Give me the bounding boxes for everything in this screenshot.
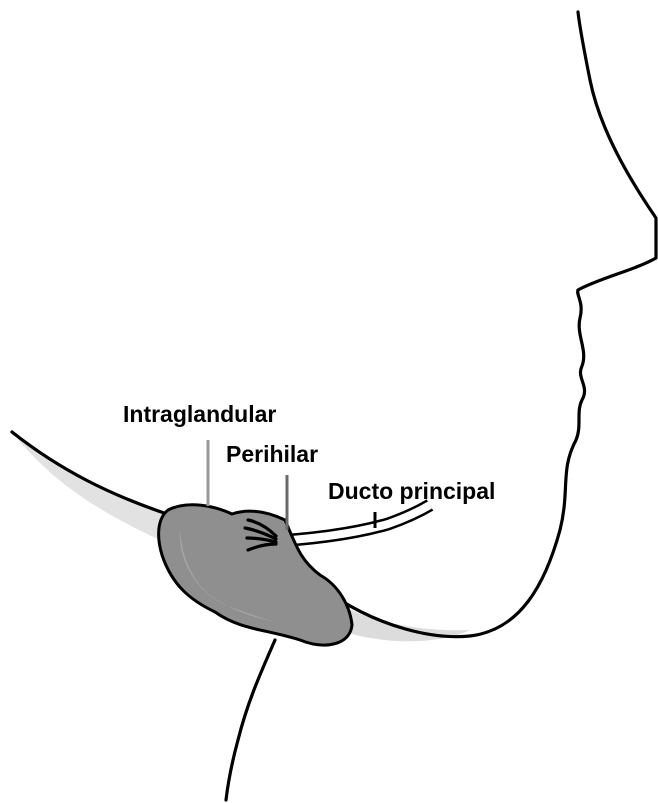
label-perihilar: Perihilar: [226, 441, 318, 467]
label-ducto-principal: Ducto principal: [328, 478, 495, 504]
neck-outline: [226, 640, 275, 800]
face-profile-outline: [12, 12, 656, 637]
submandibular-gland: [159, 505, 352, 645]
label-intraglandular: Intraglandular: [123, 401, 276, 427]
